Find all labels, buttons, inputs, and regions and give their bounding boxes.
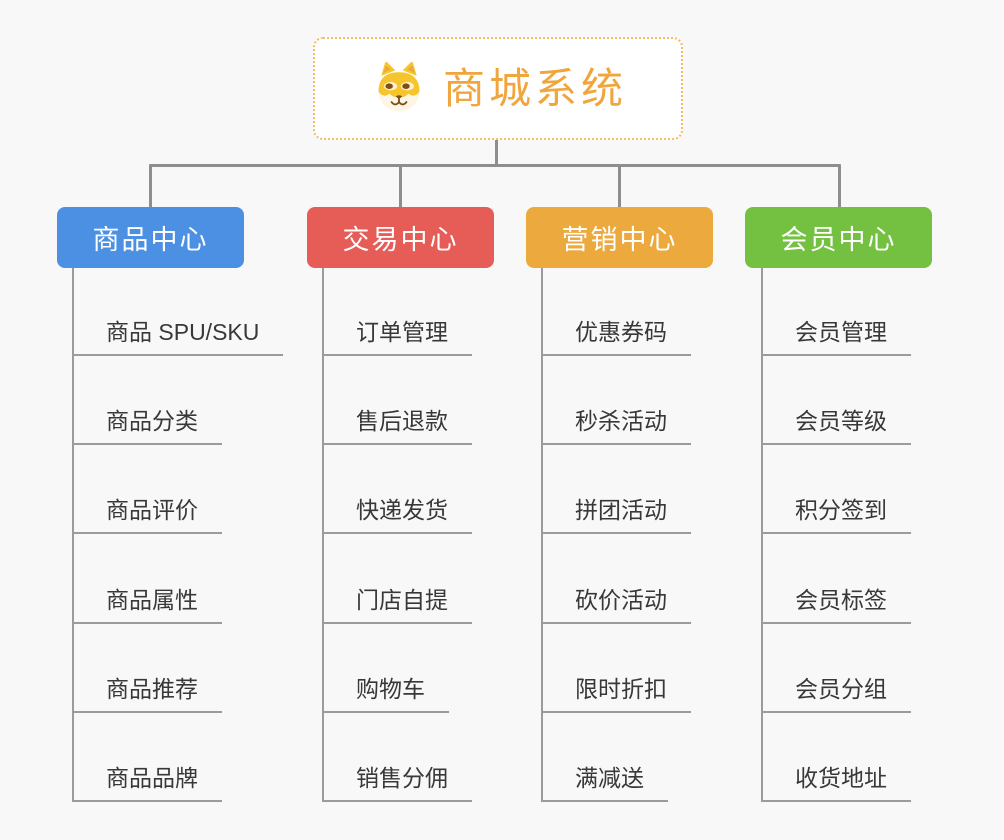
child-node[interactable]: 快递发货	[324, 494, 472, 534]
child-node[interactable]: 销售分佣	[324, 762, 472, 802]
connector-root-stem	[495, 140, 498, 167]
connector-drop-trade	[399, 164, 402, 210]
child-node[interactable]: 门店自提	[324, 584, 472, 624]
child-node[interactable]: 商品推荐	[74, 673, 222, 713]
child-node[interactable]: 商品评价	[74, 494, 222, 534]
child-node[interactable]: 优惠券码	[543, 316, 691, 356]
child-node[interactable]: 订单管理	[324, 316, 472, 356]
child-node[interactable]: 会员标签	[763, 584, 911, 624]
dog-face-icon	[369, 61, 429, 117]
child-node[interactable]: 购物车	[324, 673, 449, 713]
child-node[interactable]: 售后退款	[324, 405, 472, 445]
branch-trade-center[interactable]: 交易中心	[307, 207, 494, 268]
child-node[interactable]: 会员管理	[763, 316, 911, 356]
child-node[interactable]: 商品 SPU/SKU	[74, 316, 284, 356]
child-node[interactable]: 会员分组	[763, 673, 911, 713]
branch-marketing-center[interactable]: 营销中心	[526, 207, 713, 268]
connector-bus	[149, 164, 841, 167]
branch-product-center[interactable]: 商品中心	[57, 207, 244, 268]
connector-drop-member	[838, 164, 841, 210]
child-node[interactable]: 砍价活动	[543, 584, 691, 624]
child-node[interactable]: 满减送	[543, 762, 668, 802]
child-node[interactable]: 收货地址	[763, 762, 911, 802]
branch-member-center[interactable]: 会员中心	[745, 207, 932, 268]
child-node[interactable]: 商品属性	[74, 584, 222, 624]
child-node[interactable]: 拼团活动	[543, 494, 691, 534]
child-node[interactable]: 秒杀活动	[543, 405, 691, 445]
branch-member-children: 会员管理 会员等级 积分签到 会员标签 会员分组 收货地址	[761, 268, 1003, 802]
root-node[interactable]: 商城系统	[313, 37, 683, 140]
child-node[interactable]: 限时折扣	[543, 673, 691, 713]
branch-trade-children: 订单管理 售后退款 快递发货 门店自提 购物车 销售分佣	[322, 268, 564, 802]
child-node[interactable]: 商品品牌	[74, 762, 222, 802]
branch-product-children: 商品 SPU/SKU 商品分类 商品评价 商品属性 商品推荐 商品品牌	[72, 268, 314, 802]
child-node[interactable]: 积分签到	[763, 494, 911, 534]
child-node[interactable]: 商品分类	[74, 405, 222, 445]
child-node[interactable]: 会员等级	[763, 405, 911, 445]
connector-drop-product	[149, 164, 152, 210]
root-label: 商城系统	[442, 64, 627, 112]
branch-marketing-children: 优惠券码 秒杀活动 拼团活动 砍价活动 限时折扣 满减送	[541, 268, 783, 802]
connector-drop-marketing	[618, 164, 621, 210]
